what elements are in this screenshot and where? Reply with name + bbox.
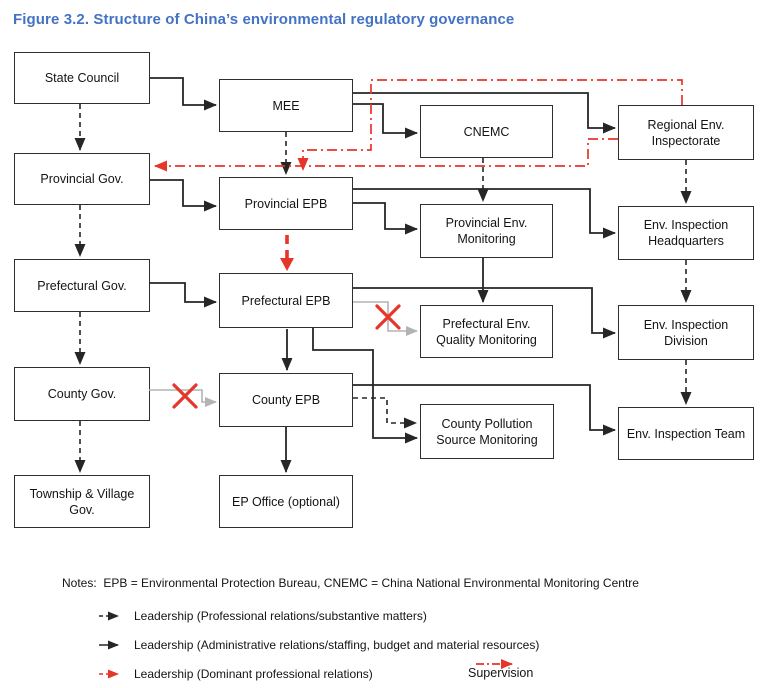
node-provincial-epb: Provincial EPB xyxy=(219,177,353,230)
legend-row-dominant: Leadership (Dominant professional relati… xyxy=(98,659,539,688)
dashed-red-arrow-icon xyxy=(99,669,119,678)
node-env-inspection-team: Env. Inspection Team xyxy=(618,407,754,460)
node-provincial-gov: Provincial Gov. xyxy=(14,153,150,205)
node-prefectural-env-quality-monitoring: Prefectural Env. Quality Monitoring xyxy=(420,305,553,358)
edge-provincial-epb-provincial-env-monitoring xyxy=(353,202,418,235)
node-county-pollution-source-monitoring: County Pollution Source Monitoring xyxy=(420,404,554,459)
edge-county-epb-county-pollution-source-monitoring xyxy=(353,397,417,429)
node-env-inspection-division: Env. Inspection Division xyxy=(618,305,754,360)
node-county-gov: County Gov. xyxy=(14,367,150,421)
dashdot-red-arrow-icon xyxy=(476,659,513,669)
legend-label-supervision: Supervision xyxy=(468,666,534,680)
legend: Leadership (Professional relations/subst… xyxy=(98,601,539,688)
edge-prefectural-epb-prefectural-env-quality-monitoring-severed xyxy=(353,301,418,336)
legend-row-administrative: Leadership (Administrative relations/sta… xyxy=(98,630,539,659)
node-provincial-env-monitoring: Provincial Env. Monitoring xyxy=(420,204,553,258)
node-ep-office: EP Office (optional) xyxy=(219,475,353,528)
legend-label-professional: Leadership (Professional relations/subst… xyxy=(134,608,427,623)
dashed-black-arrow-icon xyxy=(99,611,119,620)
solid-black-arrow-icon xyxy=(99,640,119,649)
edge-provincial-epb-prefectural-epb-arrowhead xyxy=(280,258,294,271)
node-county-epb: County EPB xyxy=(219,373,353,427)
severed-x-county xyxy=(172,383,198,409)
edge-state-council-mee xyxy=(150,77,217,111)
node-township-village-gov: Township & Village Gov. xyxy=(14,475,150,528)
legend-label-dominant: Leadership (Dominant professional relati… xyxy=(134,666,373,681)
edge-county-gov-county-epb-severed xyxy=(149,389,217,407)
legend-label-administrative: Leadership (Administrative relations/sta… xyxy=(134,637,540,652)
node-regional-env-inspectorate: Regional Env. Inspectorate xyxy=(618,105,754,160)
node-cnemc: CNEMC xyxy=(420,105,553,158)
severed-x-prefectural xyxy=(375,304,401,330)
node-state-council: State Council xyxy=(14,52,150,104)
node-env-inspection-headquarters: Env. Inspection Headquarters xyxy=(618,206,754,260)
node-prefectural-gov: Prefectural Gov. xyxy=(14,259,150,312)
edge-mee-cnemc xyxy=(353,103,418,139)
legend-row-professional: Leadership (Professional relations/subst… xyxy=(98,601,539,630)
figure-title: Figure 3.2. Structure of China’s environ… xyxy=(13,11,515,28)
node-mee: MEE xyxy=(219,79,353,132)
edge-provincial-gov-provincial-epb xyxy=(150,179,217,212)
figure-notes: Notes: EPB = Environmental Protection Bu… xyxy=(62,576,639,590)
edge-prefectural-gov-prefectural-epb xyxy=(149,282,217,308)
node-prefectural-epb: Prefectural EPB xyxy=(219,273,353,328)
